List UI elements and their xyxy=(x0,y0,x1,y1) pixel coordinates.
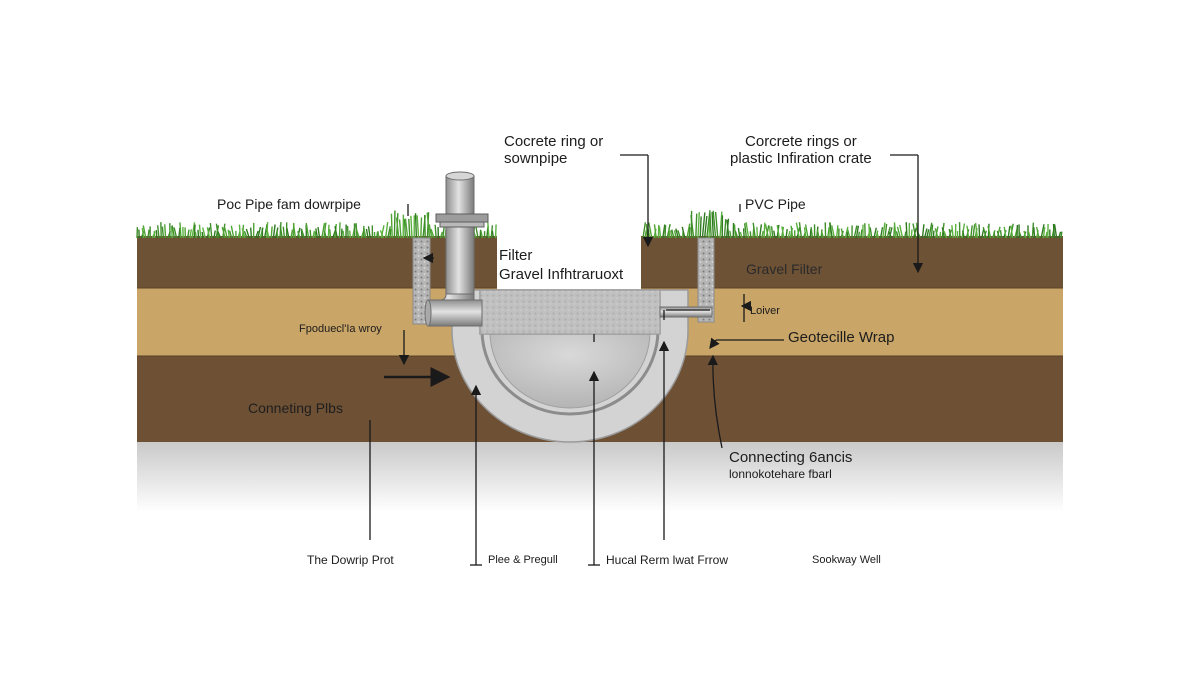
label-concrete-rings-crate: Corcrete rings or plastic Infiration cra… xyxy=(730,133,872,168)
downpipe xyxy=(424,171,489,327)
label-soakaway-well: Sookway Well xyxy=(812,554,881,566)
label-flow: Hucal Rerm lwat Frrow xyxy=(606,553,729,567)
label-filter: Filter xyxy=(499,247,533,264)
label-connecting-conduits: Connecting 6ancis xyxy=(729,449,853,466)
gravel-filter-right xyxy=(697,237,715,323)
label-pipe-prefill: Plee & Pregull xyxy=(488,554,558,566)
label-connection-detail: lonnokotehare fbarl xyxy=(729,467,832,481)
chamber-inner-ring xyxy=(480,329,660,416)
label-foundation-way: Fpoduecl'Ia wroy xyxy=(299,323,382,335)
label-concrete-ring-downpipe: Cocrete ring or sownpipe xyxy=(504,133,604,168)
label-lower: Loiver xyxy=(750,305,780,317)
grass-strip xyxy=(136,210,1063,239)
leader-lines xyxy=(369,154,924,566)
label-drainage-plot: The Dowrip Prot xyxy=(307,553,394,567)
label-pvc-pipe: PVC Pipe xyxy=(745,196,806,212)
label-geotextile-wrap: Geotecille Wrap xyxy=(788,329,895,346)
ground-fade xyxy=(137,442,1063,512)
excavation-cut xyxy=(497,222,641,290)
label-poc-pipe: Poc Pipe fam dowrpipe xyxy=(217,196,361,212)
label-connecting-pipe: Conneting Plbs xyxy=(248,400,343,416)
label-gravel-filter: Gravel Filter xyxy=(746,261,823,277)
label-gravel-infiltration: Gravel Infhtraruoxt xyxy=(499,266,624,283)
chamber-gravel-fill xyxy=(489,331,651,409)
outlet-pipe xyxy=(659,306,713,318)
